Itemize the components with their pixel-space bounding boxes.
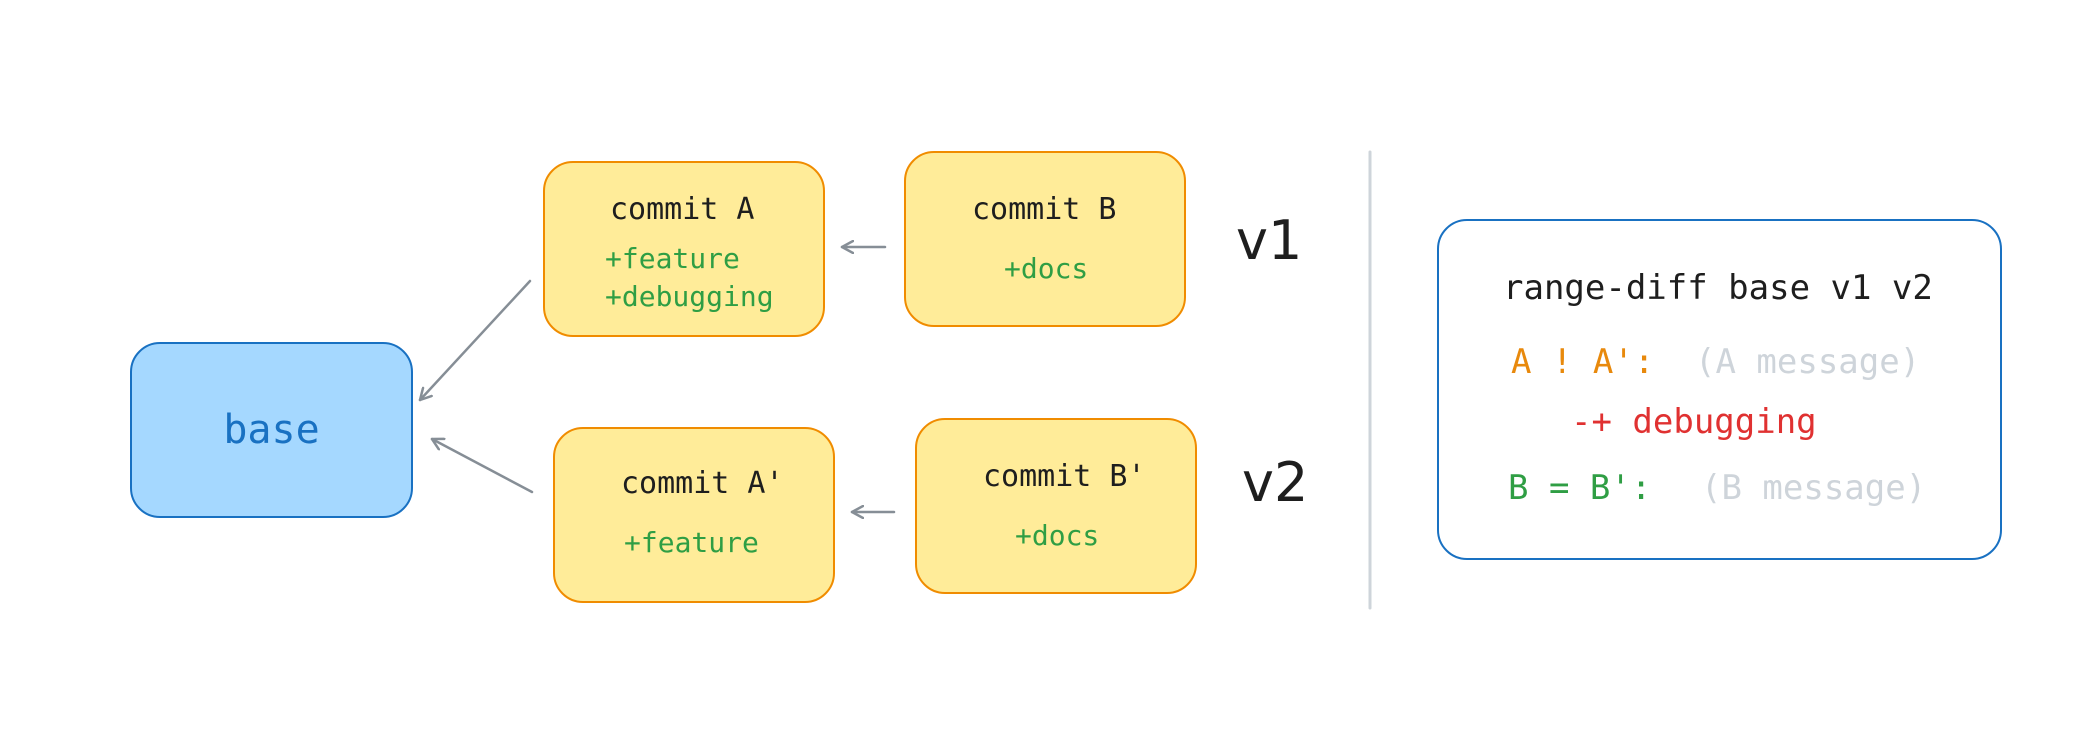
commit-b-line-1: +docs (1004, 252, 1089, 285)
arrow-a-to-base (418, 279, 532, 402)
range-diff-row-3-pair: B = B': (1508, 468, 1652, 508)
range-diff-row-1-pair: A ! A': (1511, 342, 1655, 382)
commit-b-prime-title: commit B' (983, 459, 1146, 494)
range-diff-row-1-message: (A message) (1695, 342, 1921, 382)
arrow-a-prime-to-base (430, 439, 534, 494)
commit-a-line-2: +debugging (605, 280, 774, 313)
version-label-v2: v2 (1242, 451, 1309, 514)
commit-a-line-1: +feature (605, 242, 740, 275)
base-label: base (223, 407, 320, 453)
range-diff-row-3-message: (B message) (1701, 468, 1927, 508)
commit-a-node: commit A +feature +debugging (543, 161, 825, 337)
range-diff-command: range-diff base v1 v2 (1503, 268, 1933, 308)
commit-a-prime-node: commit A' +feature (553, 427, 835, 603)
commit-b-prime-node: commit B' +docs (915, 418, 1197, 594)
range-diff-row-2-diff: -+ debugging (1571, 402, 1817, 442)
version-label-v1: v1 (1236, 209, 1303, 272)
commit-b-prime-line-1: +docs (1015, 519, 1100, 552)
commit-b-node: commit B +docs (904, 151, 1186, 327)
commit-b-title: commit B (972, 192, 1117, 227)
range-diff-panel: range-diff base v1 v2 A ! A': (A message… (1437, 219, 2002, 560)
commit-a-title: commit A (610, 192, 755, 227)
commit-a-prime-line-1: +feature (624, 526, 759, 559)
commit-a-prime-title: commit A' (621, 466, 784, 501)
base-node: base (130, 342, 413, 518)
